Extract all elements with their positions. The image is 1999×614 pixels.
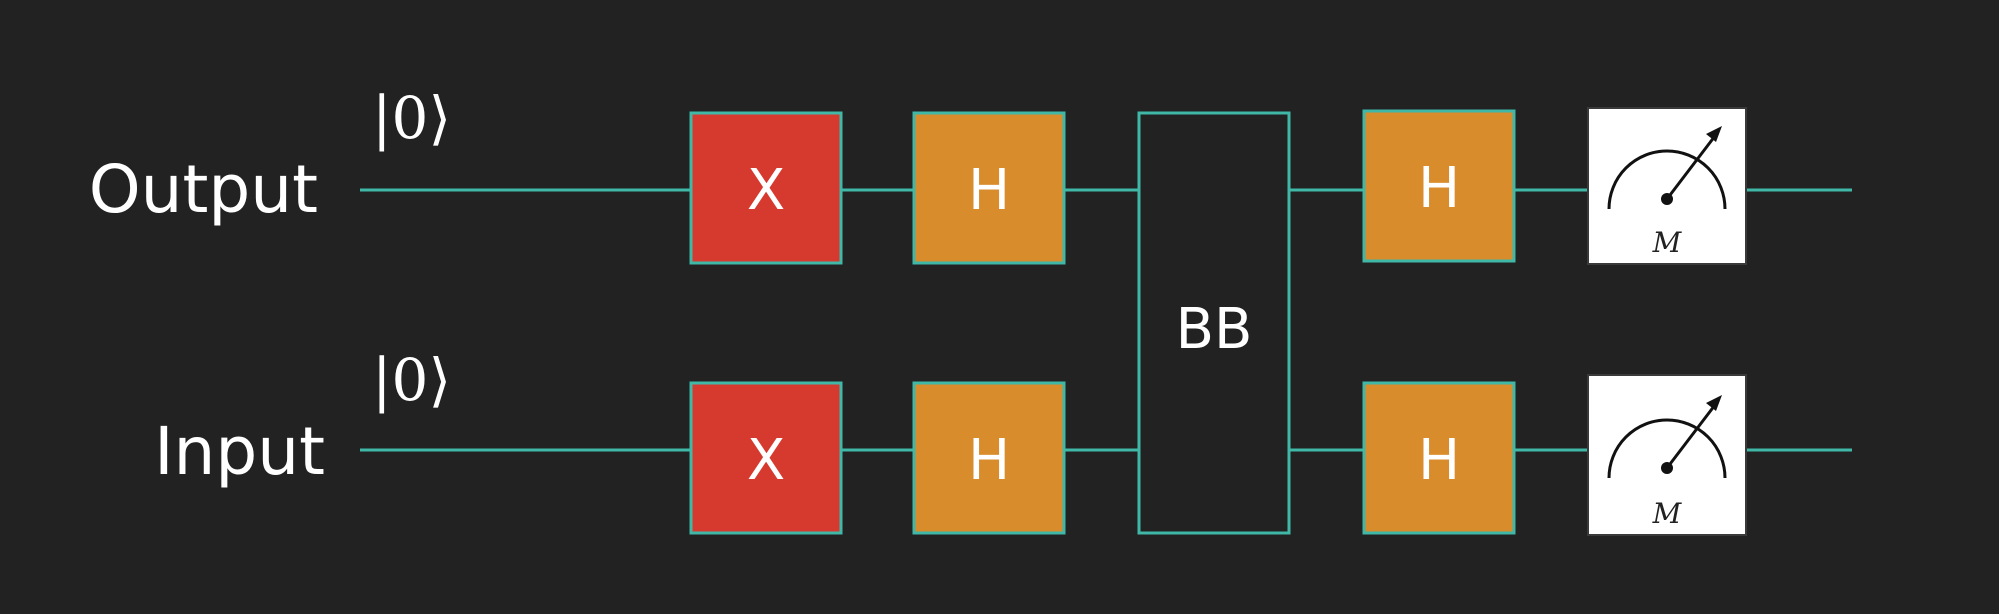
output-x-gate	[689, 111, 843, 265]
input-meter-needle-icon	[1665, 400, 1720, 469]
input-h-gate-2	[1362, 381, 1516, 535]
input-x-gate	[689, 381, 843, 535]
output-x-gate-label: X	[747, 158, 785, 223]
output-h-gate-2	[1362, 109, 1516, 263]
output-h-gate-1-label: H	[968, 158, 1010, 223]
output-meter-label: M	[1652, 226, 1683, 259]
input-meter-pivot-icon	[1661, 462, 1673, 474]
output-h-gate-1	[912, 111, 1066, 265]
input-meter-arrowhead-icon	[1706, 395, 1722, 411]
input-h-gate-1	[912, 381, 1066, 535]
input-meter-arc-icon	[1607, 418, 1727, 479]
output-meter-pivot-icon	[1661, 193, 1673, 205]
input-x-gate-label: X	[747, 428, 785, 493]
output-measurement-gate: M	[1587, 107, 1747, 265]
output-h-gate-2-label: H	[1418, 156, 1460, 221]
output-meter-needle-icon	[1665, 131, 1720, 200]
input-measurement-gate: M	[1587, 374, 1747, 536]
output-meter-arc-icon	[1607, 149, 1727, 210]
input-qubit-label: Input	[154, 413, 325, 490]
output-initial-state: |0⟩	[372, 84, 451, 152]
output-meter-arrowhead-icon	[1706, 126, 1722, 142]
input-initial-state: |0⟩	[372, 346, 451, 414]
input-h-gate-2-label: H	[1418, 428, 1460, 493]
oracle-gate-label: BB	[1176, 297, 1253, 362]
oracle-gate	[1137, 111, 1291, 535]
input-meter-label: M	[1652, 497, 1683, 530]
input-h-gate-1-label: H	[968, 428, 1010, 493]
output-qubit-label: Output	[89, 151, 318, 228]
